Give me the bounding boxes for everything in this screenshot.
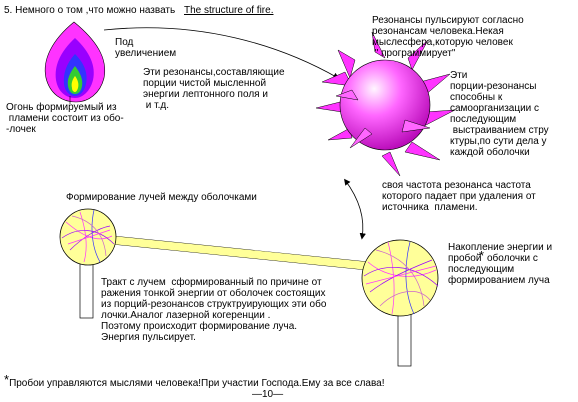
- own-frequency-label: своя частота резонанса частота которого …: [382, 180, 536, 213]
- ray-formation-label: Формирование лучей между оболочками: [66, 192, 257, 203]
- right-candle: [397, 313, 412, 367]
- resonance-petals: [315, 31, 456, 177]
- flame-core: [71, 76, 79, 92]
- resonance-pulse-label: Резонансы пульсируют согласно резонансам…: [372, 15, 524, 59]
- resonances-portions-label: Эти резонансы,составляющие порции чистой…: [143, 67, 285, 111]
- magnify-arrow: [103, 27, 340, 79]
- footer-note: *Пробои управляются мыслями человека!При…: [4, 372, 385, 389]
- right-shell-sphere: [361, 239, 439, 367]
- sphere-inner-petals: [335, 89, 431, 149]
- right-sphere-rays: [363, 241, 439, 315]
- accumulation-star: *: [479, 248, 485, 263]
- flame-shells: [44, 21, 106, 103]
- header-prefix: 5. Немного о том ,что можно назвать: [4, 5, 176, 16]
- sphere-body: [339, 59, 431, 151]
- left-shell-sphere: [59, 208, 117, 319]
- left-sphere-rays: [61, 209, 115, 263]
- resonance-sphere: [315, 31, 456, 177]
- left-candle: [79, 261, 94, 319]
- tract-label: Тракт с лучем сформированный по причине …: [101, 277, 327, 343]
- fire-shells-label: Огонь формируемый из пламени состоит из …: [6, 102, 124, 135]
- self-organize-label: Эти порции-резонансы способны к самоорга…: [450, 70, 549, 158]
- right-sphere-body: [361, 239, 439, 317]
- accumulation-label: Накопление энергии и пробой оболочки с п…: [448, 242, 553, 286]
- header-line: 5. Немного о том ,что можно назвать The …: [4, 5, 273, 16]
- footer-star: *: [4, 372, 10, 387]
- footer-note-text: Пробои управляются мыслями человека!При …: [9, 378, 385, 389]
- page-number: —10—: [252, 389, 284, 400]
- ray-tract: [112, 236, 368, 270]
- link-arrow: [344, 178, 366, 240]
- magnified-label: Под увеличением: [115, 37, 177, 59]
- page-title: The structure of fire.: [184, 5, 274, 16]
